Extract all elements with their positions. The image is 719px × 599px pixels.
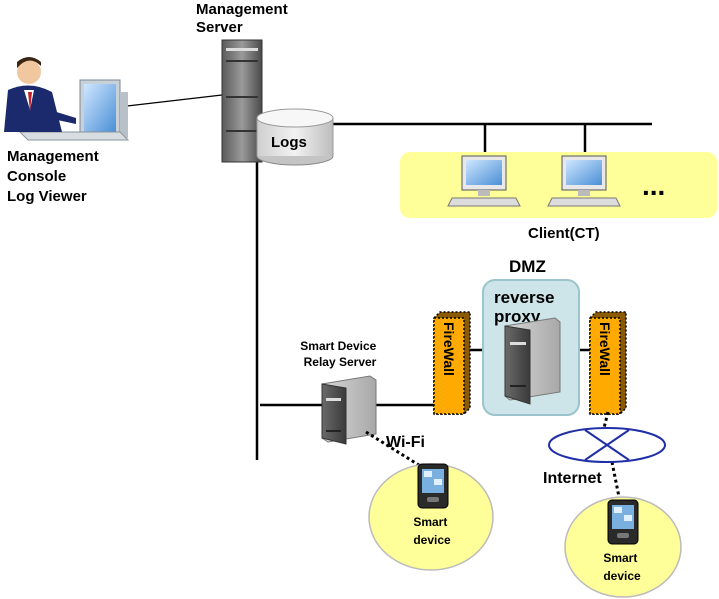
logs-database-icon bbox=[256, 108, 334, 166]
client-pc-icon bbox=[447, 155, 521, 207]
management-server-label: Management Server bbox=[196, 1, 292, 36]
firewall-left-label: FireWall bbox=[441, 322, 457, 376]
client-zone bbox=[400, 152, 717, 218]
logs-label: Logs bbox=[271, 134, 307, 151]
console-link bbox=[126, 94, 223, 107]
administrator-at-console-icon bbox=[4, 57, 130, 141]
firewall-right-label: FireWall bbox=[597, 322, 613, 376]
wifi-label: Wi-Fi bbox=[386, 434, 425, 451]
smart-device-bubble bbox=[564, 496, 682, 598]
management-console-label: Management Console Log Viewer bbox=[7, 148, 103, 205]
firewall-right-icon: FireWall bbox=[589, 311, 627, 415]
reverse-proxy-label: reverse proxy bbox=[494, 288, 559, 326]
relay-server-label: Smart Device Relay Server bbox=[300, 339, 379, 369]
management-server-icon bbox=[221, 39, 263, 163]
smartphone-icon bbox=[417, 463, 449, 509]
relay-server-icon bbox=[321, 375, 377, 445]
client-pc-icon bbox=[547, 155, 621, 207]
internet-cloud-icon bbox=[548, 427, 666, 463]
smart-device-label: Smart device bbox=[603, 551, 641, 583]
smartphone-icon bbox=[607, 499, 639, 545]
internet-label: Internet bbox=[543, 470, 602, 487]
dmz-label: DMZ bbox=[509, 257, 546, 276]
network-cables bbox=[255, 122, 652, 460]
reverse-proxy-server-icon bbox=[504, 317, 561, 405]
firewall-left-icon: FireWall bbox=[433, 311, 471, 415]
client-label: Client(CT) bbox=[528, 225, 600, 242]
client-ellipsis: ... bbox=[642, 170, 665, 201]
smart-device-label: Smart device bbox=[413, 515, 451, 547]
